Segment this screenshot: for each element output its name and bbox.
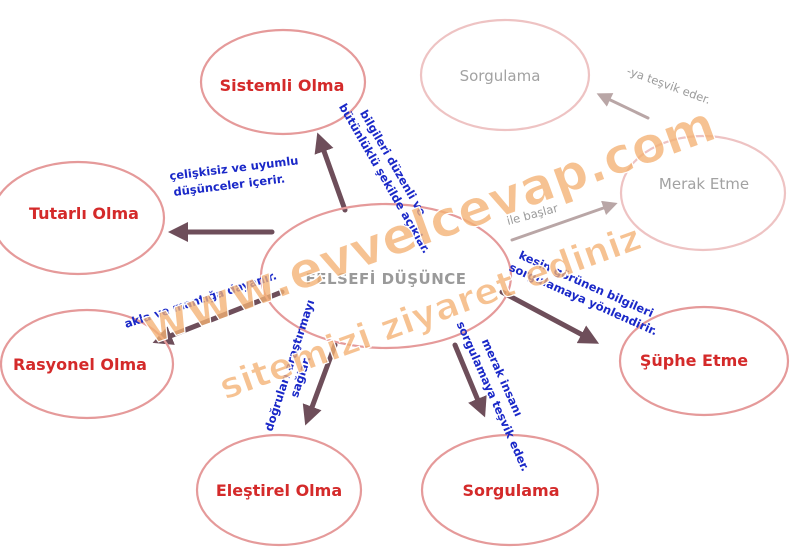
- arrow-to-suphe: [499, 289, 600, 344]
- ovals: [0, 18, 790, 547]
- node-sorgulama-bottom: Sorgulama: [463, 481, 560, 500]
- oval-merak: [619, 134, 787, 252]
- node-tutarli-olma: Tutarlı Olma: [29, 204, 139, 223]
- oval-suphe: [618, 305, 790, 417]
- node-suphe-etme: Şüphe Etme: [640, 351, 748, 370]
- oval-sistemli: [199, 28, 367, 136]
- arrow-to-merak: [510, 200, 618, 242]
- node-sorgulama-top: Sorgulama: [460, 67, 541, 85]
- arrow-to-rasyonel: [152, 289, 285, 345]
- oval-sorgulama-top: [419, 18, 591, 132]
- node-elestirel-olma: Eleştirel Olma: [216, 481, 342, 500]
- oval-sorgulama-bottom: [420, 433, 600, 547]
- oval-tutarli: [0, 160, 166, 276]
- arrow-to-sorgulama: [452, 342, 487, 418]
- node-sistemli-olma: Sistemli Olma: [220, 76, 345, 95]
- arrow-to-top-sorgulama: [596, 93, 650, 120]
- node-merak-etme: Merak Etme: [659, 175, 749, 193]
- arrows: [152, 93, 650, 426]
- center-label: FELSEFİ DÜŞÜNCE: [305, 269, 466, 288]
- oval-rasyonel: [0, 308, 175, 420]
- oval-elestirel: [195, 433, 363, 547]
- note-sorgulama: merak insanı sorgulamaya teşvik eder.: [454, 319, 533, 473]
- watermark: www.evvelcevap.com sitemizi ziyaret edin…: [134, 94, 724, 409]
- arrow-to-elestirel: [302, 342, 338, 426]
- arrow-to-sistemli: [314, 132, 348, 213]
- center-oval: [259, 202, 513, 350]
- node-rasyonel-olma: Rasyonel Olma: [13, 355, 147, 374]
